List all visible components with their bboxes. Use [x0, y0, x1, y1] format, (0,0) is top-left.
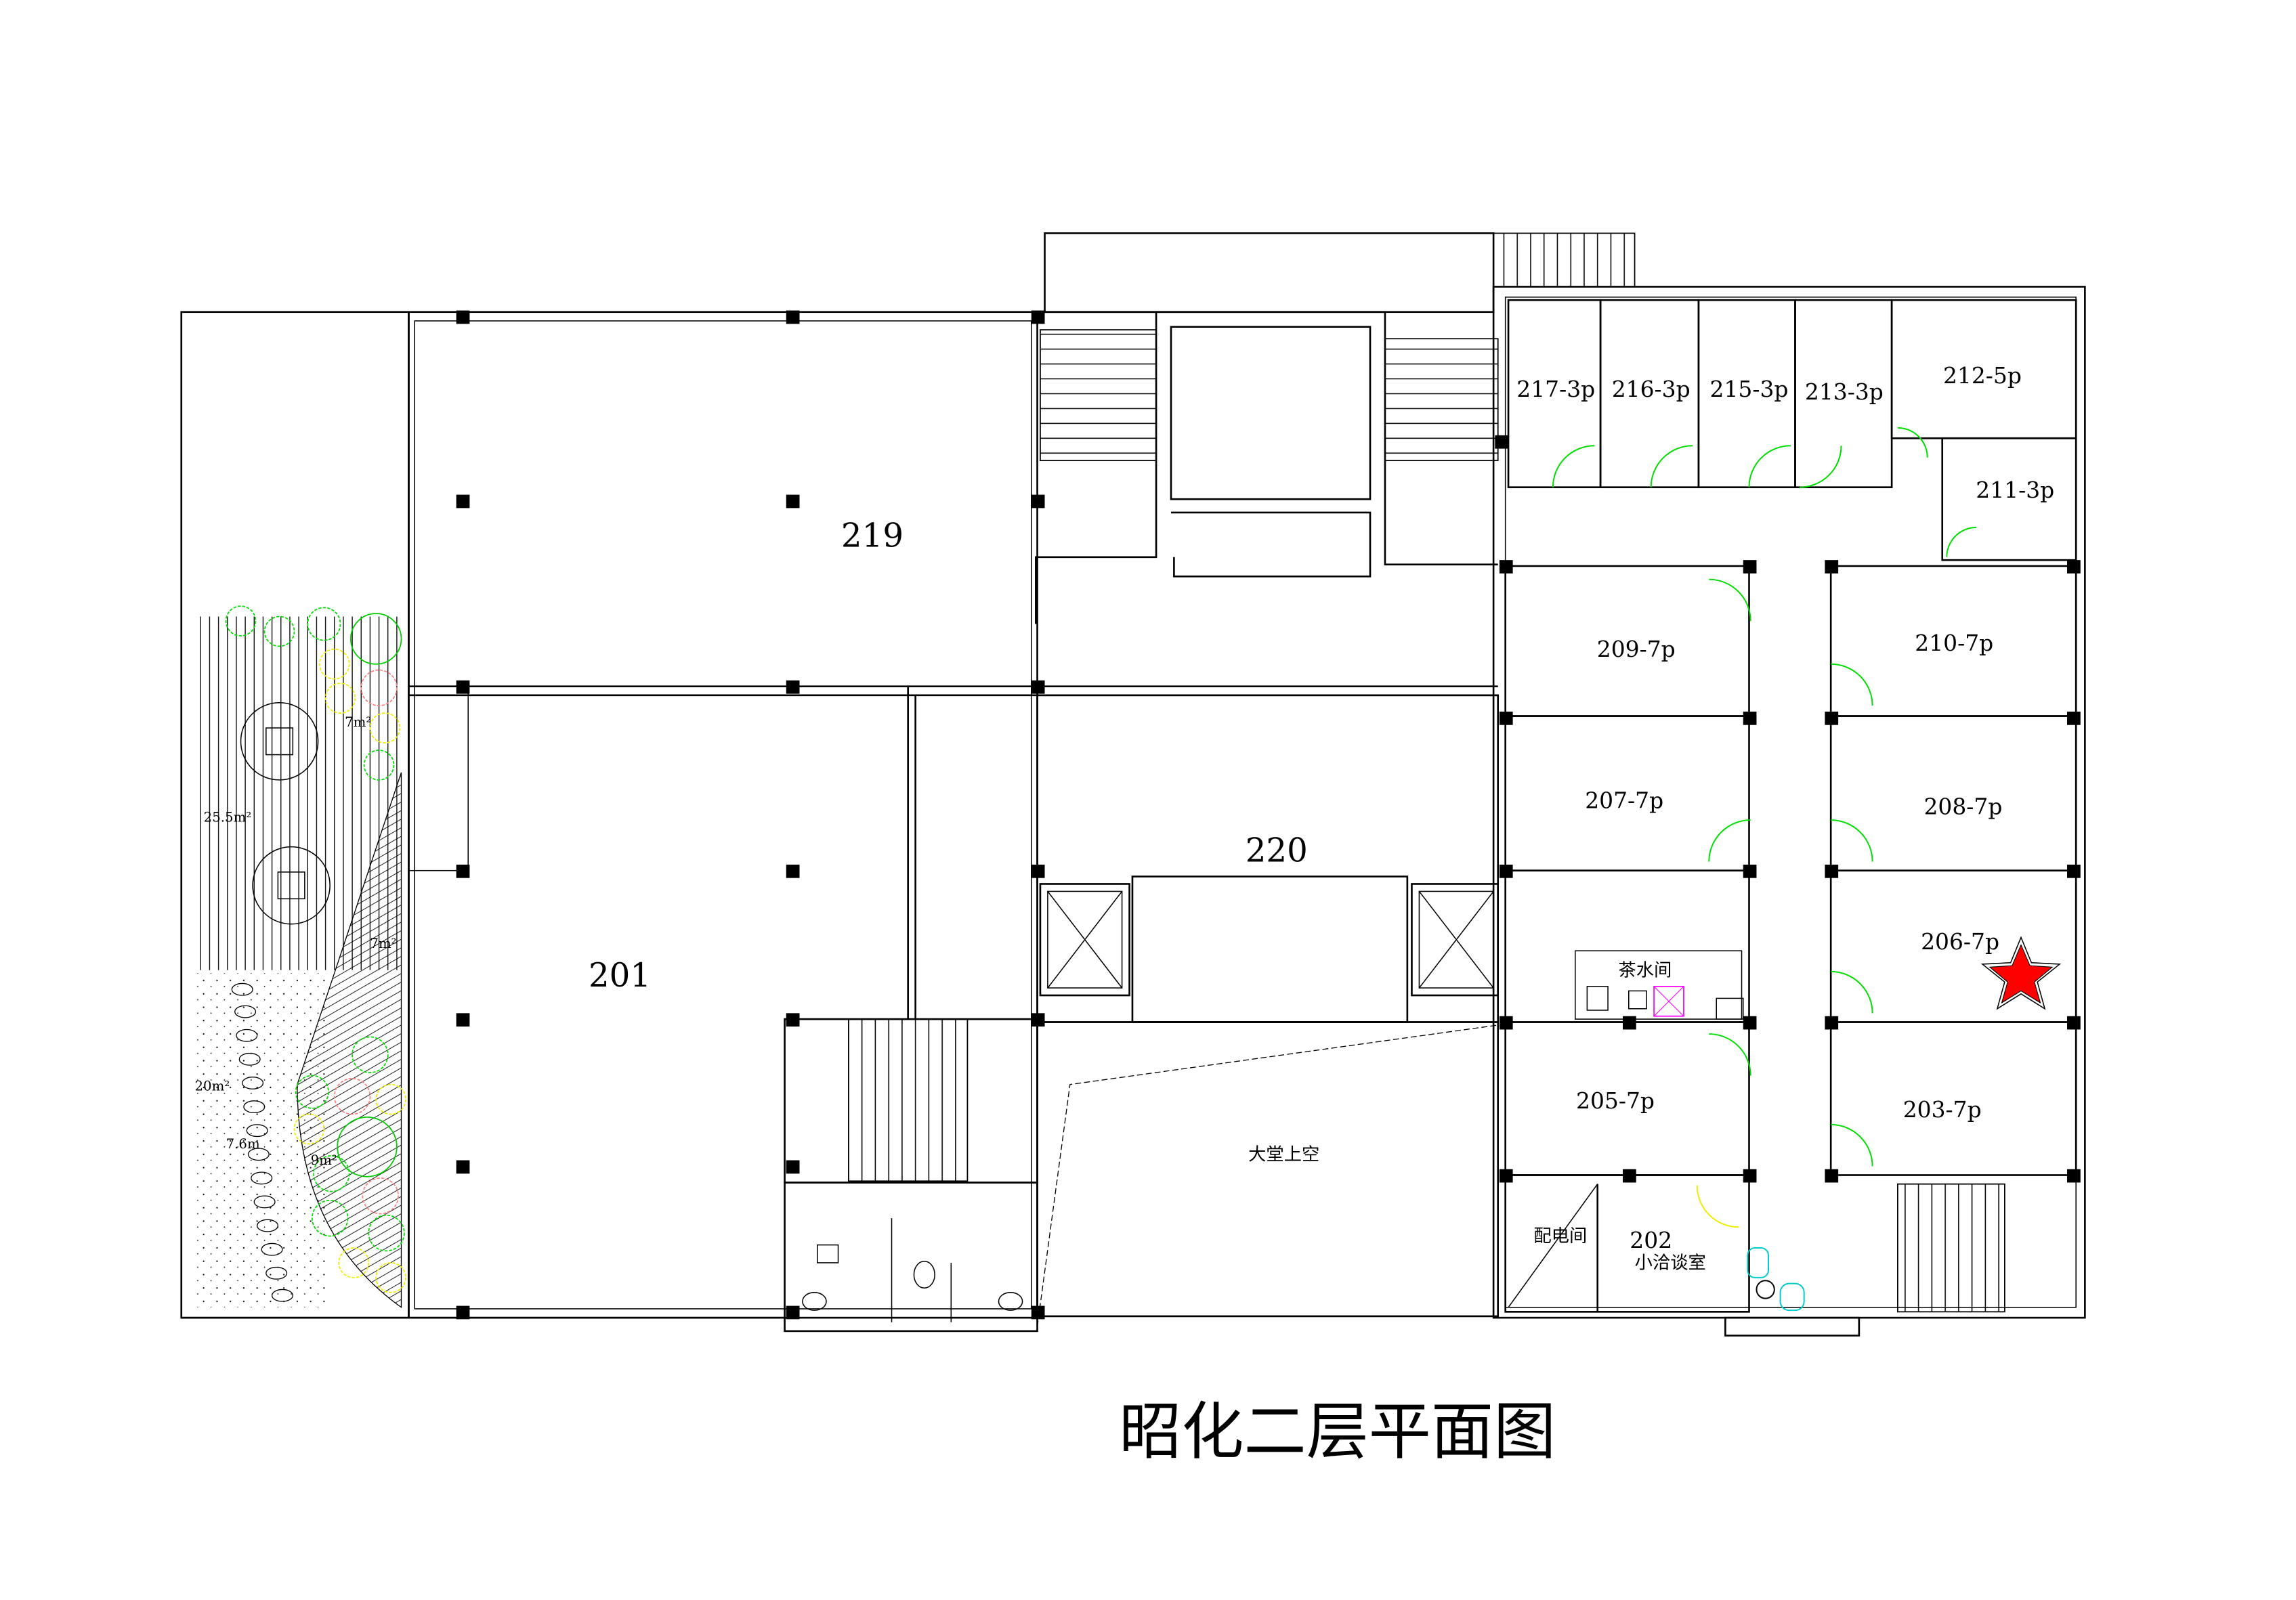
gravel-area-label: 20m² [195, 1078, 230, 1094]
room-203-label: 203-7p [1903, 1096, 1982, 1123]
elevator-left-icon [1039, 883, 1130, 997]
gravel-area [193, 973, 327, 1307]
door-swings [1552, 427, 1977, 1228]
stair-left [1040, 329, 1157, 462]
red-star-icon [1980, 936, 2062, 1010]
bed-top-area-label: 7m² [345, 714, 371, 730]
top-stair [1493, 232, 1636, 288]
room-212-label: 212-5p [1943, 362, 2022, 389]
room-216-label: 216-3p [1612, 376, 1691, 402]
stepping-stones [231, 982, 293, 1302]
room-219-label: 219 [841, 517, 903, 555]
room-217-label: 217-3p [1516, 376, 1595, 402]
east-stair [1897, 1183, 2005, 1313]
central-core [1035, 232, 1636, 1327]
room-220-label: 220 [1246, 832, 1308, 870]
bed-mid-area-label: 7m² [370, 936, 396, 951]
garden: 25.5m² 7m² 7m² 20m² 7.6m 9m² [180, 311, 410, 1319]
chair-icons [1747, 1247, 1805, 1312]
room-202-name-label: 小洽谈室 [1635, 1253, 1706, 1274]
room-213-label: 213-3p [1805, 379, 1884, 405]
page-title: 昭化二层平面图 [1119, 1395, 1556, 1468]
power-room-label: 配电间 [1533, 1226, 1587, 1247]
lobby-void-label: 大堂上空 [1248, 1145, 1319, 1165]
tea-room-label: 茶水间 [1618, 960, 1672, 980]
structural-columns [456, 310, 2081, 1320]
room-210-label: 210-7p [1915, 630, 1993, 656]
plant-icons [225, 605, 406, 1293]
toilet-icon [913, 1260, 935, 1289]
room-205-label: 205-7p [1576, 1087, 1655, 1114]
bed-bottom-area-label: 9m² [311, 1152, 337, 1168]
room-202-label: 202 [1630, 1227, 1672, 1253]
deck-area-label: 25.5m² [204, 809, 252, 825]
path-length-label: 7.6m [226, 1136, 260, 1152]
room-208-label: 208-7p [1923, 793, 2002, 819]
tea-room-counter [1575, 950, 1744, 1020]
elevator-right-icon [1411, 883, 1500, 997]
room-209-label: 209-7p [1597, 636, 1676, 662]
sink-icon [817, 1244, 839, 1263]
east-wing [1492, 286, 2086, 1337]
west-stair [848, 1018, 969, 1182]
patio-table-icon [240, 702, 331, 925]
room-211-label: 211-3p [1976, 477, 2054, 503]
room-206-label: 206-7p [1921, 928, 1999, 955]
toilet-icon [802, 1292, 827, 1311]
room-207-label: 207-7p [1585, 787, 1663, 814]
room-201-label: 201 [589, 957, 651, 995]
toilet-icon [998, 1292, 1023, 1311]
stair-right [1384, 338, 1499, 462]
room-215-label: 215-3p [1710, 376, 1789, 402]
